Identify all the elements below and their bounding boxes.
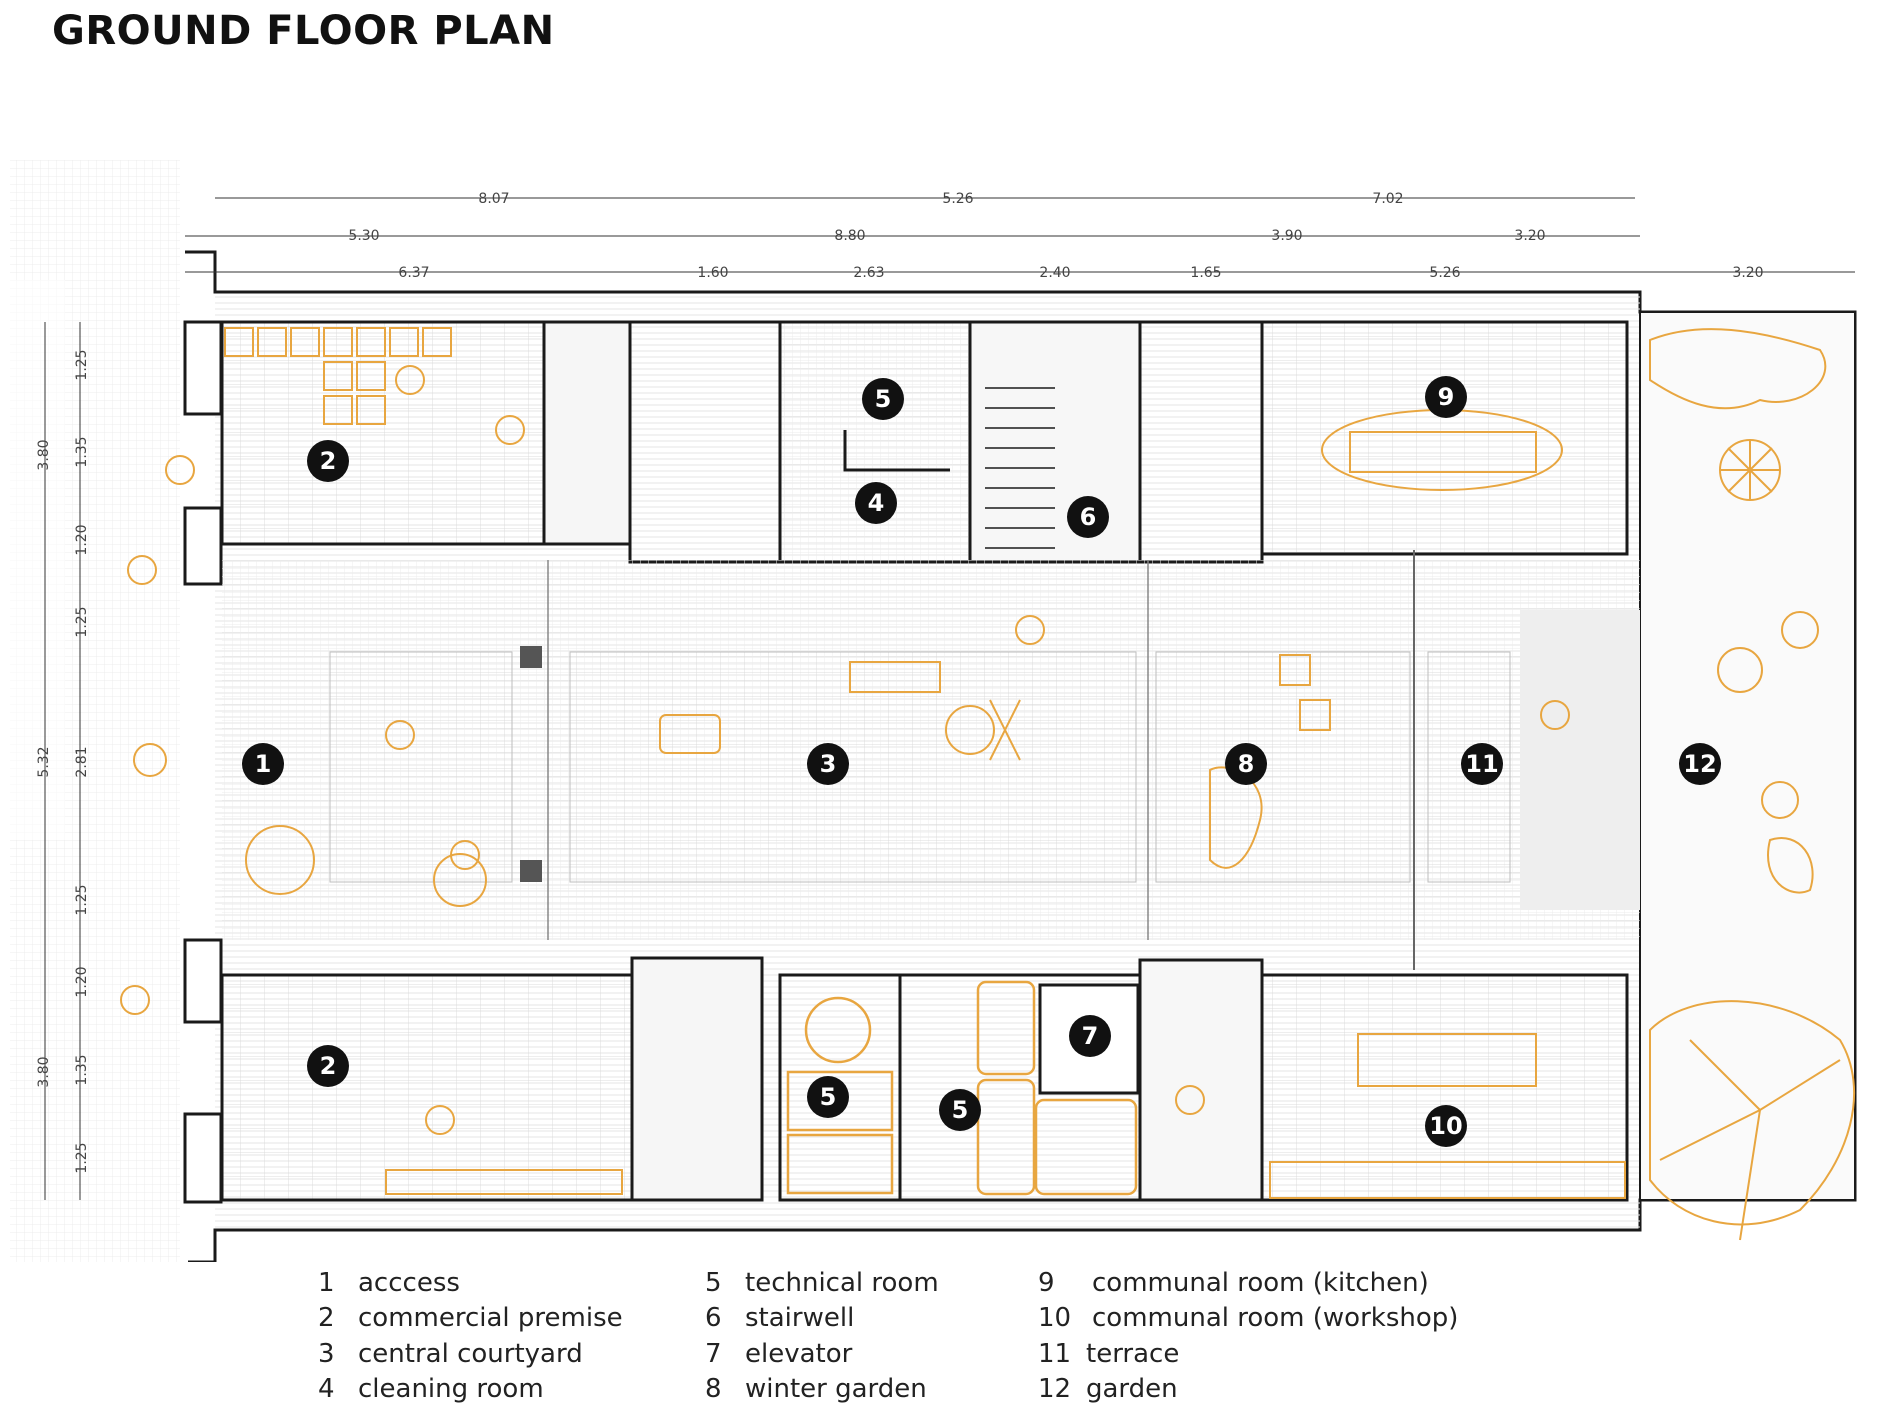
dim-low-4: 2.40 [1039,265,1070,281]
dim-top-1: 8.07 [478,191,509,207]
svg-text:6: 6 [1080,503,1097,531]
dim-left-inner-1: 1.25 [74,349,90,380]
svg-text:4: 4 [868,489,885,517]
dim-mid-4: 3.20 [1514,228,1545,244]
room-badge: 2 [307,1045,349,1087]
svg-text:1: 1 [255,750,272,778]
dim-mid-2: 8.80 [834,228,865,244]
room-badge: 10 [1425,1105,1467,1147]
dim-left-outer-2: 5.32 [36,746,52,777]
svg-text:5: 5 [952,1096,969,1124]
svg-text:11: 11 [1465,750,1498,778]
dim-low-7: 3.20 [1732,265,1763,281]
courtyard-band [222,550,1640,970]
room-badge: 2 [307,440,349,482]
room-badge: 6 [1067,496,1109,538]
room-badge: 5 [862,378,904,420]
room-badge: 3 [807,743,849,785]
svg-text:3: 3 [820,750,837,778]
room-badge: 11 [1461,743,1503,785]
dim-left-inner-3: 1.20 [74,524,90,555]
dim-low-1: 6.37 [398,265,429,281]
dim-left-inner-7: 1.20 [74,966,90,997]
dim-left-inner-8: 1.35 [74,1054,90,1085]
dim-left-inner-5: 2.81 [74,746,90,777]
dim-low-2: 1.60 [697,265,728,281]
room-badge: 12 [1679,743,1721,785]
dim-low-3: 2.63 [853,265,884,281]
garden-plantings [1649,328,1856,1241]
lower-rooms [220,956,1629,1202]
dim-left-outer-3: 3.80 [36,1056,52,1087]
room-badge: 9 [1425,376,1467,418]
svg-text:10: 10 [1429,1112,1462,1140]
dim-mid-3: 3.90 [1271,228,1302,244]
svg-text:9: 9 [1438,383,1455,411]
dimension-lines [44,197,1855,1200]
upper-rooms [220,320,1629,564]
shop-crates [224,327,452,425]
dimension-labels: 8.07 5.26 7.02 5.30 8.80 3.90 3.20 6.37 … [36,191,1764,1174]
svg-text:8: 8 [1238,750,1255,778]
svg-text:12: 12 [1683,750,1716,778]
dim-left-inner-6: 1.25 [74,884,90,915]
room-badge: 7 [1069,1015,1111,1057]
dim-left-inner-9: 1.25 [74,1142,90,1173]
room-badge: 5 [939,1089,981,1131]
street-strip [10,160,180,1262]
dim-low-5: 1.65 [1190,265,1221,281]
svg-text:5: 5 [820,1083,837,1111]
room-badge: 1 [242,743,284,785]
dim-left-inner-2: 1.35 [74,436,90,467]
plan-title: GROUND FLOOR PLAN [52,8,555,54]
dim-mid-1: 5.30 [348,228,379,244]
svg-text:2: 2 [320,447,337,475]
floor-plan-drawing: 8.07 5.26 7.02 5.30 8.80 3.90 3.20 6.37 … [10,160,1857,1262]
room-badge: 8 [1225,743,1267,785]
dim-top-3: 7.02 [1372,191,1403,207]
dim-top-2: 5.26 [942,191,973,207]
svg-text:7: 7 [1082,1022,1099,1050]
room-badge: 4 [855,482,897,524]
dim-low-6: 5.26 [1429,265,1460,281]
dim-left-inner-4: 1.25 [74,606,90,637]
svg-text:2: 2 [320,1052,337,1080]
dim-left-outer-1: 3.80 [36,439,52,470]
room-badges: 2 5 4 6 9 1 3 8 11 12 2 5 5 7 10 [242,376,1721,1147]
room-badge: 5 [807,1076,849,1118]
svg-text:5: 5 [875,385,892,413]
